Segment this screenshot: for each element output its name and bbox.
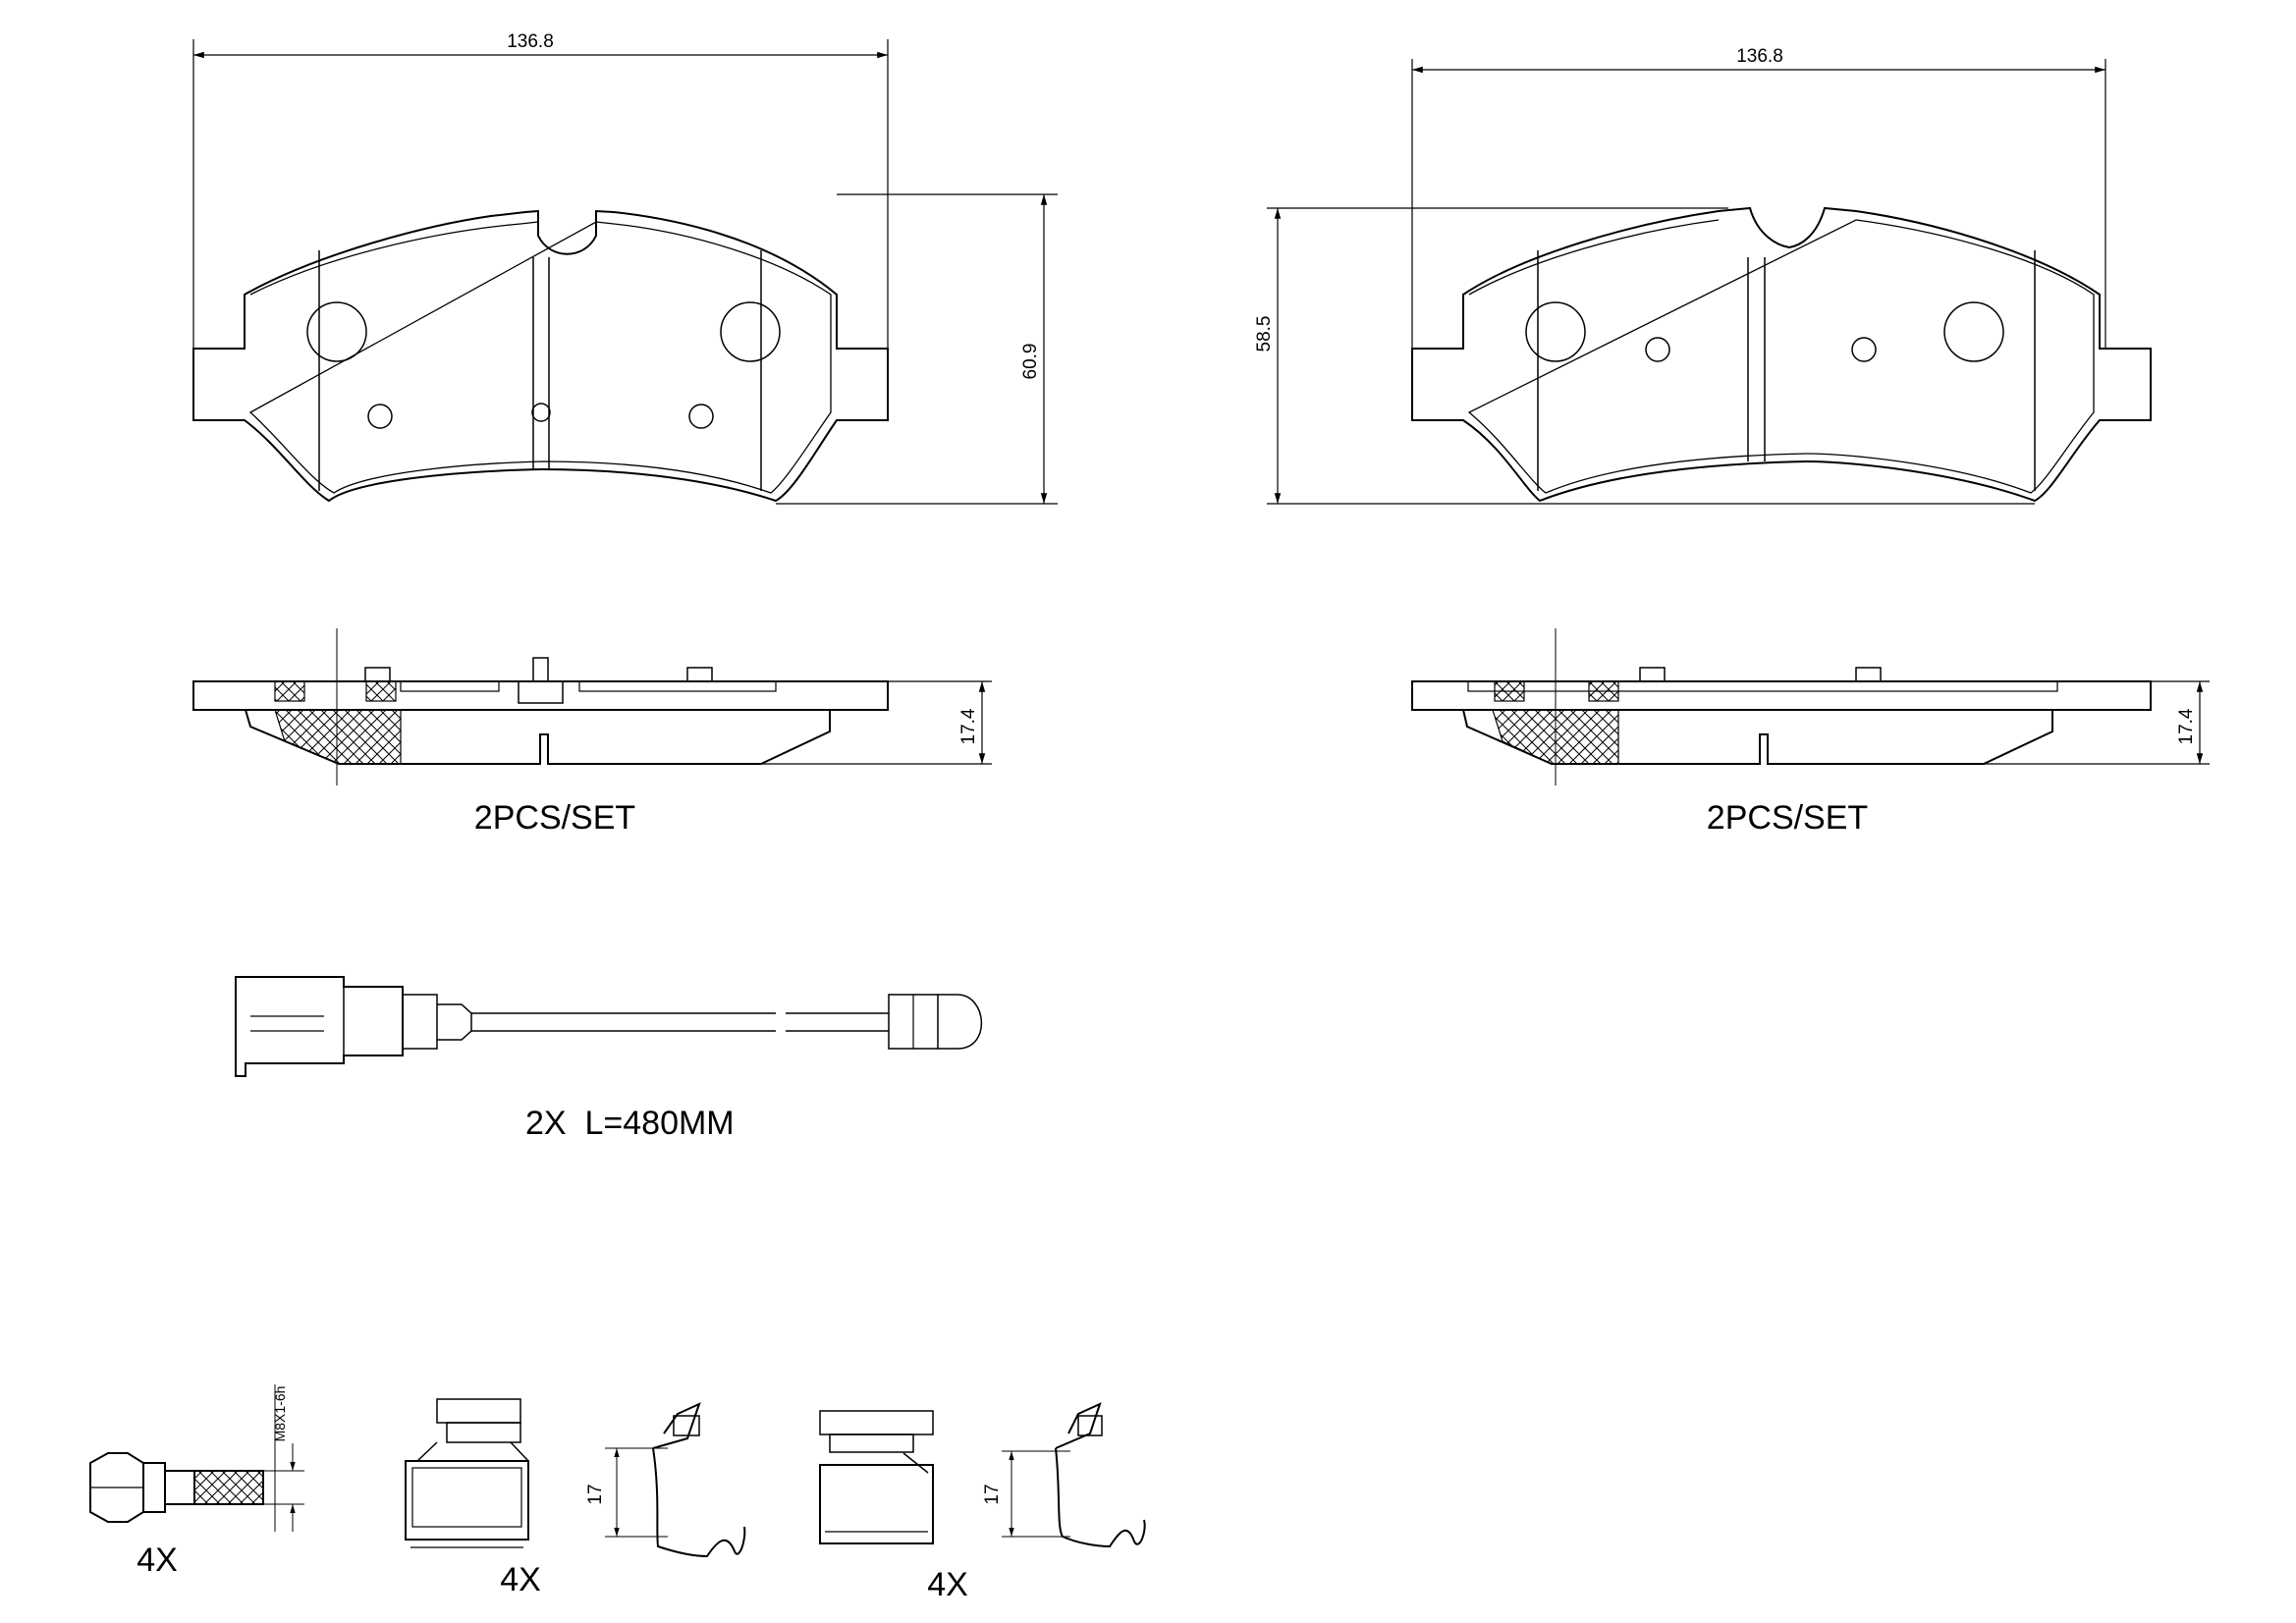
pad-left-height-dim: 60.9 bbox=[1020, 344, 1041, 380]
bolt-thread-label: M8X1-6h bbox=[272, 1386, 288, 1442]
pad-left-dimensions bbox=[192, 39, 1058, 505]
clip-a-spring bbox=[605, 1402, 746, 1558]
pad-right-friction-outline bbox=[1467, 219, 2095, 494]
pad-right-thickness-label: 17.4 bbox=[2176, 708, 2197, 744]
pad-right-qty: 2PCS/SET bbox=[1707, 799, 1868, 837]
pad-left-qty: 2PCS/SET bbox=[474, 799, 635, 837]
wear-sensor bbox=[235, 976, 983, 1077]
pad-right-side-view bbox=[1411, 628, 2152, 785]
clip-b-height-dim: 17 bbox=[982, 1484, 1003, 1504]
clip-a-height-dim: 17 bbox=[585, 1484, 606, 1504]
clip-b-spring bbox=[1002, 1402, 1146, 1548]
pad-left-width-dim: 136.8 bbox=[507, 31, 554, 52]
sensor-label: 2X L=480MM bbox=[525, 1105, 735, 1142]
clip-b-plate bbox=[819, 1410, 934, 1544]
pad-right-height-dim: 58.5 bbox=[1254, 316, 1275, 352]
pad-left-side-view bbox=[192, 628, 889, 785]
pad-right-backplate bbox=[1411, 206, 2152, 503]
pad-left-thickness-dim bbox=[761, 680, 992, 765]
clip-b-qty: 4X bbox=[927, 1566, 968, 1603]
bolt-qty: 4X bbox=[137, 1542, 178, 1579]
pad-left-backplate bbox=[192, 209, 889, 503]
clip-a-qty: 4X bbox=[500, 1561, 541, 1598]
pad-left-thickness-label: 17.4 bbox=[958, 708, 979, 744]
pad-left-front-view bbox=[192, 209, 889, 503]
pad-left-friction-outline bbox=[248, 221, 832, 494]
pad-right-dimensions bbox=[1267, 59, 2106, 505]
bolt bbox=[89, 1384, 304, 1532]
clip-a-plate bbox=[405, 1398, 529, 1548]
pad-right-width-dim: 136.8 bbox=[1736, 46, 1783, 67]
pad-right-front-view bbox=[1411, 206, 2152, 503]
pad-right-thickness-dim bbox=[1984, 680, 2210, 765]
